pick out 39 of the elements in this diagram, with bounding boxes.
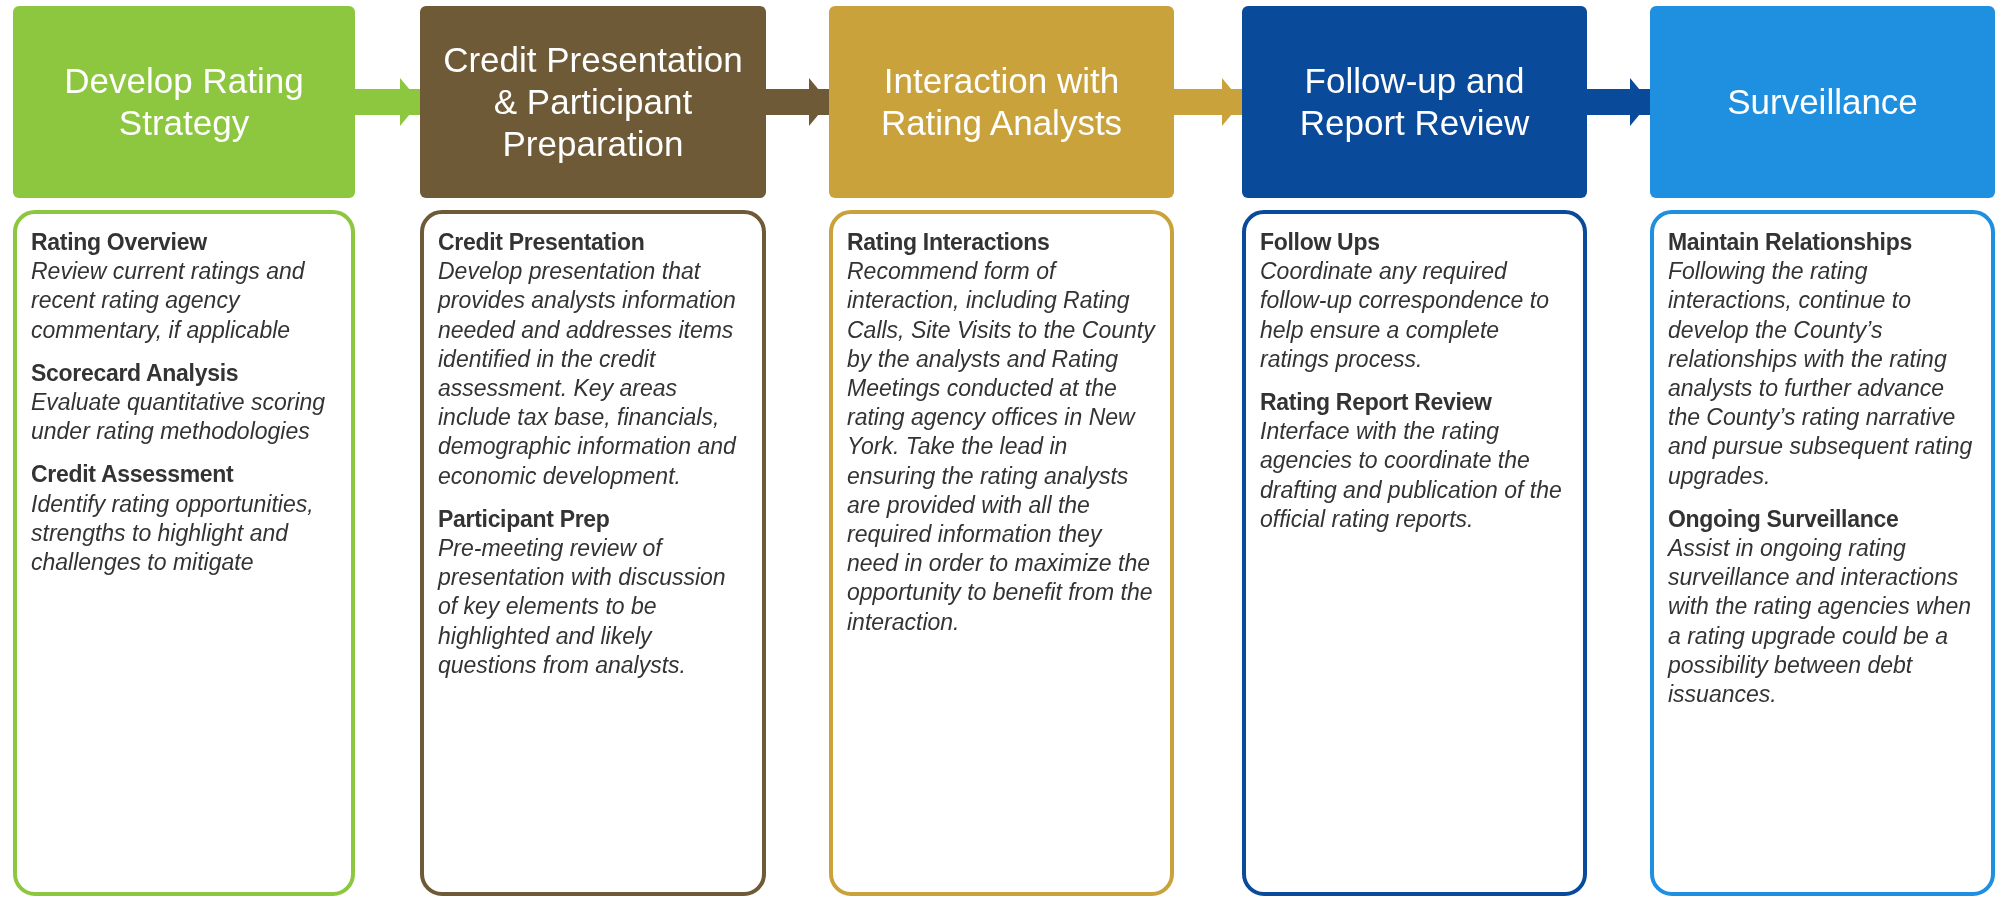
step-header-box bbox=[1242, 6, 1587, 198]
step-header-box bbox=[13, 6, 355, 198]
step-detail-card bbox=[1242, 210, 1587, 896]
description-text: Interface with the rating agencies to coordinate the drafting and publication of the official rating reports. bbox=[1260, 417, 1563, 534]
step-title: Develop Rating Strategy bbox=[63, 60, 305, 144]
arrow bbox=[1587, 78, 1650, 126]
step-title: Credit Presentation & Participant Preparation bbox=[442, 39, 744, 165]
description-text: Assist in ongoing rating surveillance and interactions with the rating agencies when a rating upgrade could be a possibility between debt issuances. bbox=[1668, 534, 1973, 710]
step-header-box bbox=[420, 6, 766, 198]
step-detail-card bbox=[13, 210, 355, 896]
description-text: Identify rating opportunities, strengths to highlight and challenges to mitigate bbox=[31, 489, 315, 578]
description-text: Evaluate quantitative scoring under rating methodologies bbox=[31, 388, 327, 447]
step-detail-card bbox=[1650, 210, 1995, 896]
arrow bbox=[355, 78, 420, 126]
section-heading: Ongoing Surveillance bbox=[1668, 504, 1900, 534]
step-header-box bbox=[829, 6, 1174, 198]
description-text: Develop presentation that provides analysts information needed and addresses items identified in the credit assessment. Key areas include tax base, financials, demographic information and economic development. bbox=[438, 257, 738, 491]
section-heading: Credit Presentation bbox=[438, 228, 646, 257]
description-text: Review current ratings and recent rating agency commentary, if applicable bbox=[31, 257, 306, 345]
step-detail-card bbox=[829, 210, 1174, 896]
description-text: Coordinate any required follow-up correspondence to help ensure a complete ratings process. bbox=[1260, 257, 1550, 374]
step-title: Surveillance bbox=[1727, 81, 1918, 123]
section-heading: Credit Assessment bbox=[31, 460, 235, 490]
arrow bbox=[1174, 78, 1242, 126]
step-header-box bbox=[1650, 6, 1995, 198]
section-heading: Participant Prep bbox=[438, 504, 611, 534]
arrow bbox=[766, 78, 829, 126]
step-detail-card bbox=[420, 210, 766, 896]
step-title: Follow-up and Report Review bbox=[1298, 60, 1531, 144]
description-text: Following the rating interactions, continue to develop the County’s relationships with the rating analysts to further advance the County’s rating narrative and pursue subsequent rating upgrades. bbox=[1668, 257, 1974, 491]
section-heading: Follow Ups bbox=[1260, 228, 1381, 257]
section-heading: Scorecard Analysis bbox=[31, 358, 240, 388]
description-text: Recommend form of interaction, including Rating Calls, Site Visits to the County by the analysts and Rating Meetings conducted at the rating agency offices in New York. Take the lead in ensuring the rating analysts are provided with all the required information they need in order to maximize the opportunity to benefit from the interaction. bbox=[847, 257, 1157, 637]
section-heading: Rating Overview bbox=[31, 228, 208, 257]
section-heading: Rating Interactions bbox=[847, 228, 1051, 257]
section-heading: Rating Report Review bbox=[1260, 388, 1493, 417]
description-text: Pre-meeting review of presentation with discussion of key elements to be highlighted and likely questions from analysts. bbox=[438, 534, 727, 680]
step-title: Interaction with Rating Analysts bbox=[879, 60, 1124, 144]
section-heading: Maintain Relationships bbox=[1668, 228, 1913, 257]
